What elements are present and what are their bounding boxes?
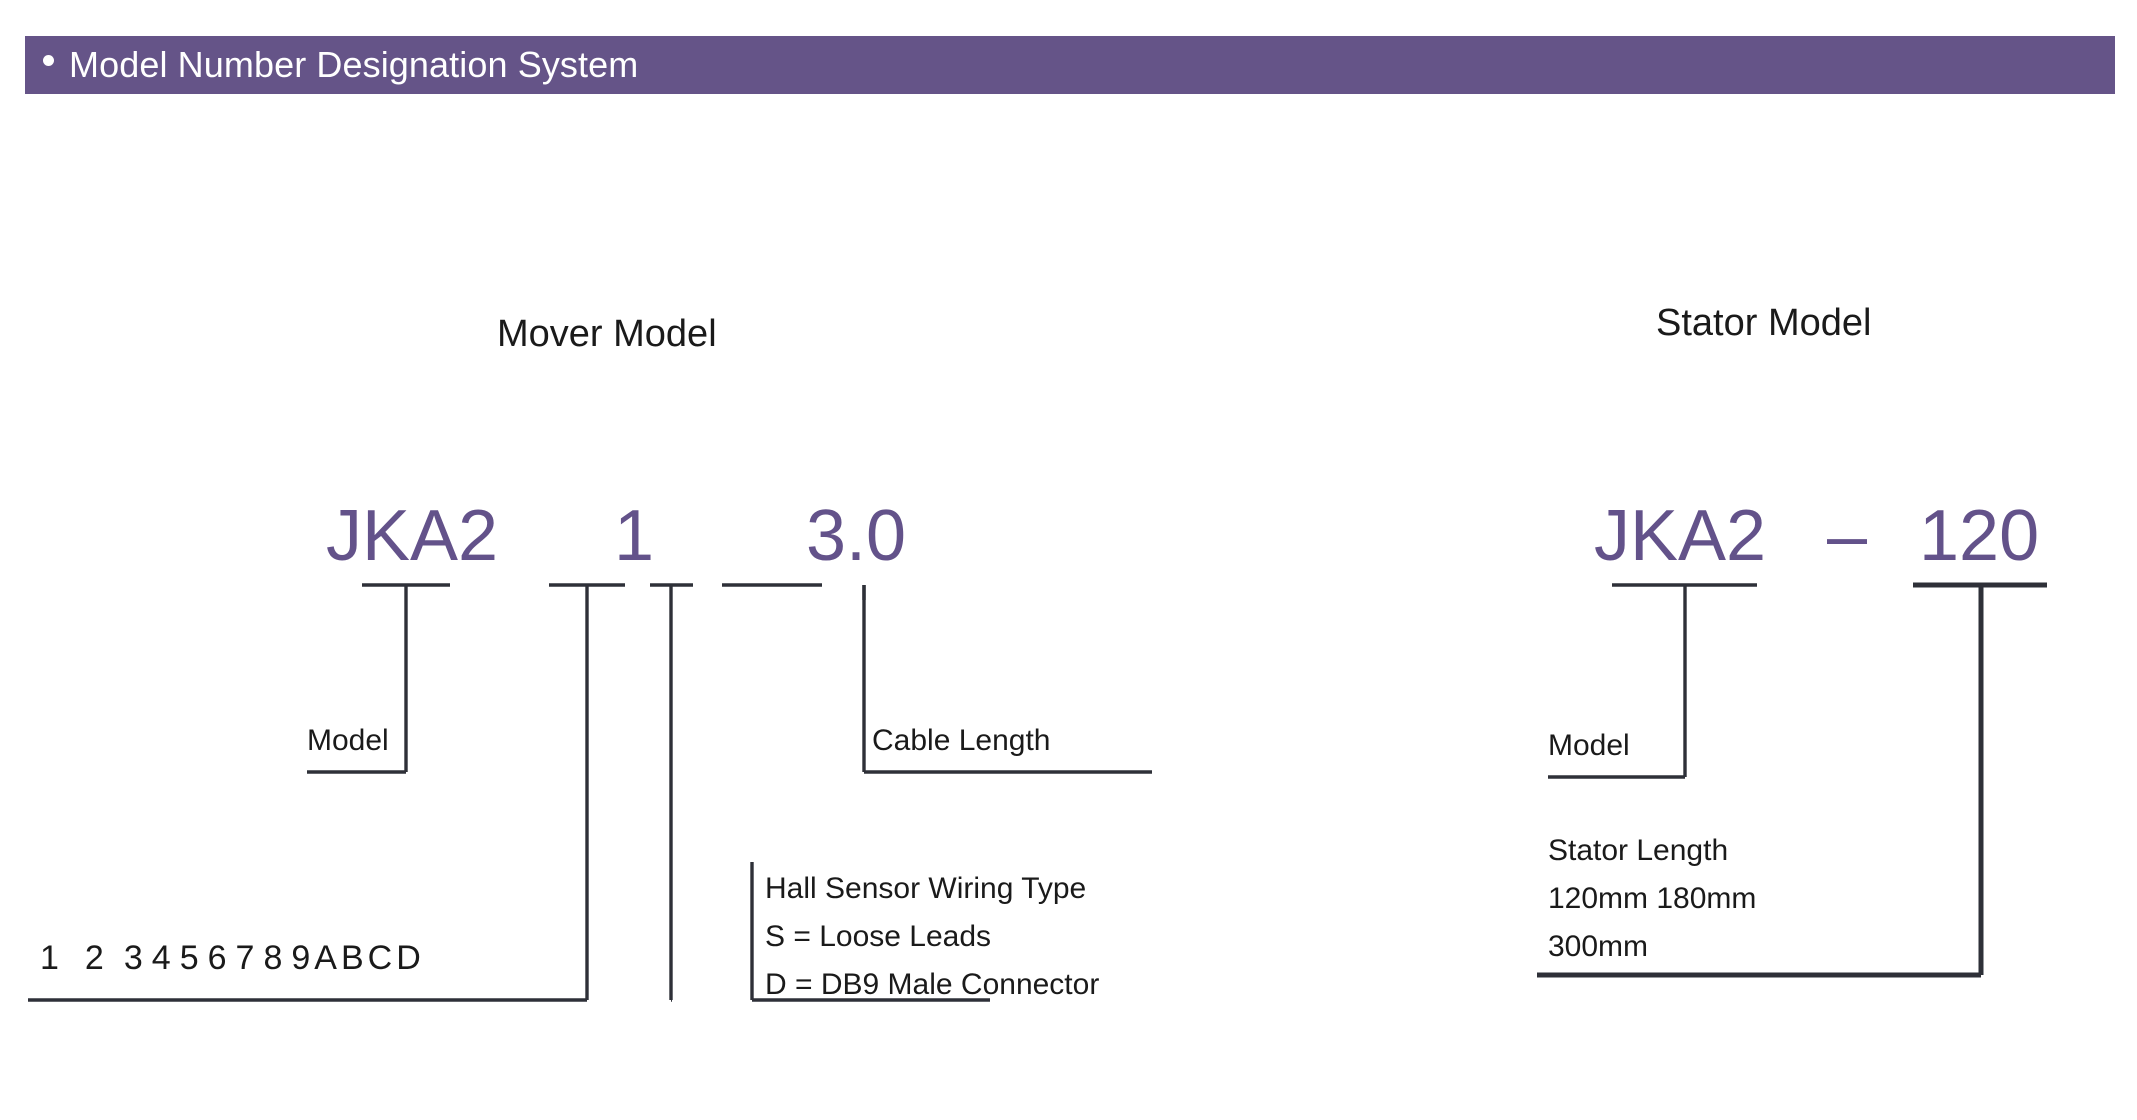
mover-callout-cable-length: Cable Length bbox=[872, 724, 1051, 757]
mover-token-model: JKA2 bbox=[326, 496, 499, 576]
size-code-9: 9 bbox=[291, 939, 311, 977]
size-code-C: C bbox=[367, 939, 393, 977]
size-code-D: D bbox=[396, 939, 421, 977]
section-banner: Model Number Designation System bbox=[25, 36, 2115, 94]
size-code-8: 8 bbox=[263, 939, 283, 977]
leader-mover-cable bbox=[722, 583, 1152, 774]
hall-sensor-title: Hall Sensor Wiring Type bbox=[765, 872, 1087, 905]
stator-length-title: Stator Length bbox=[1548, 834, 1729, 867]
stator-token-separator: – bbox=[1827, 496, 1868, 576]
hall-sensor-option-s: S = Loose Leads bbox=[765, 920, 992, 953]
mover-token-cable-length: 3.0 bbox=[806, 496, 907, 576]
stator-token-length: 120 bbox=[1919, 496, 2040, 576]
size-code-3: 3 bbox=[123, 939, 143, 977]
stator-callout-length: Stator Length 120mm 180mm 300mm bbox=[1548, 827, 1756, 971]
mover-callout-hall-sensor: Hall Sensor Wiring Type S = Loose Leads … bbox=[765, 865, 1099, 1009]
size-code-B: B bbox=[340, 939, 364, 977]
mover-callout-model: Model bbox=[307, 724, 389, 757]
leader-mover-model bbox=[307, 583, 450, 774]
size-code-6: 6 bbox=[207, 939, 227, 977]
size-code-2: 2 bbox=[84, 939, 104, 977]
size-code-5: 5 bbox=[179, 939, 199, 977]
page-title: Model Number Designation System bbox=[69, 44, 639, 85]
leader-stator-model bbox=[1548, 583, 1757, 779]
size-code-1: 1 bbox=[40, 939, 59, 977]
leader-mover-hall bbox=[650, 583, 693, 1002]
mover-section-heading: Mover Model bbox=[497, 313, 717, 355]
stator-token-model: JKA2 bbox=[1594, 496, 1767, 576]
hall-sensor-option-d: D = DB9 Male Connector bbox=[765, 968, 1100, 1001]
size-code-A: A bbox=[314, 939, 337, 977]
leader-mover-size bbox=[28, 583, 625, 1002]
mover-token-size: 1 bbox=[614, 496, 655, 576]
leader-mover-hall-box bbox=[750, 862, 990, 1002]
bullet-dot-icon bbox=[43, 54, 54, 66]
stator-length-values-row1: 120mm 180mm bbox=[1548, 882, 1757, 915]
stator-section-heading: Stator Model bbox=[1656, 302, 1872, 344]
size-code-7: 7 bbox=[235, 939, 255, 977]
stator-callout-model: Model bbox=[1548, 729, 1630, 762]
stator-length-values-row2: 300mm bbox=[1548, 930, 1649, 963]
size-code-4: 4 bbox=[151, 939, 171, 977]
leader-stator-length bbox=[1537, 582, 2047, 978]
